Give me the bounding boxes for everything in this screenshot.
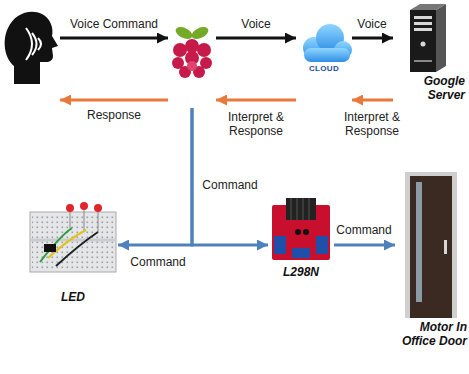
l298n-board-icon [272,198,330,260]
driver-node: L298N [268,195,334,285]
edge-label: Voice Command [69,17,159,31]
node-label: Google Server [393,74,465,102]
arrow-connector [352,37,393,40]
led-node: LED [28,200,118,304]
edge-label: Voice [356,17,387,31]
arrow-connector [60,99,168,102]
edge-label: Response [86,108,142,122]
server-tower-icon [410,4,446,72]
node-label: L298N [268,265,334,279]
edge-label: Interpret & Response [340,110,404,138]
speaker-node [4,5,60,105]
raspberry-pi-logo [172,25,212,78]
arrow-connector [60,37,168,40]
door-node: Motor In Office Door [395,170,467,350]
edge-label: Command [335,223,392,237]
speaker-head-icon [5,12,58,84]
server-node: Google Server [393,2,465,107]
arrow-connector [118,108,192,245]
arrow-connector [216,37,296,40]
node-label: CLOUD [296,64,352,73]
edge-label: Interpret & Response [223,110,289,138]
cloud-node: CLOUD [296,14,352,106]
node-label: Motor In Office Door [395,320,467,348]
arrow-connector [334,244,395,247]
node-label: LED [28,290,118,304]
edge-label: Command [129,255,186,269]
cloud-icon [303,24,352,62]
edge-label: Voice [240,17,271,31]
arrow-connector [216,99,296,102]
arrow-connector [352,99,393,102]
raspberry-pi-node [168,18,216,108]
breadboard-led-icon [30,202,116,272]
office-door-icon [405,172,457,318]
edge-label: Command [201,178,258,192]
